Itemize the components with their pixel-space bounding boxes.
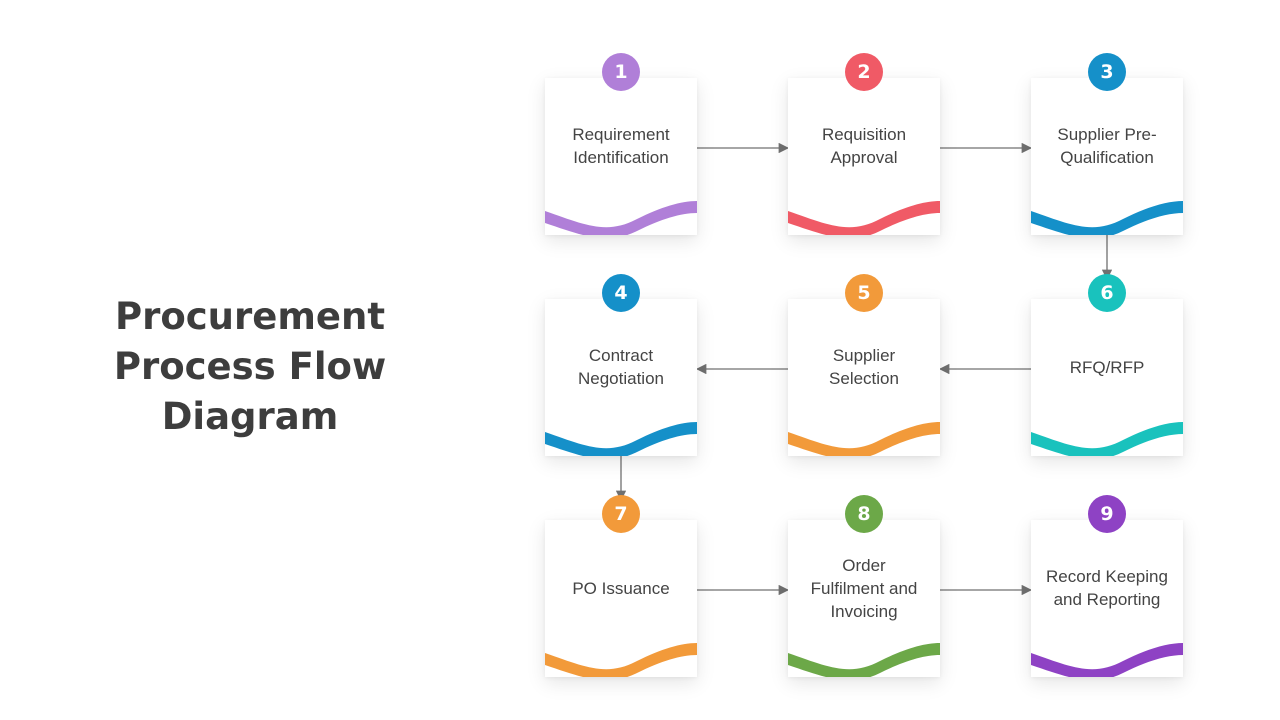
step-number-badge: 5 xyxy=(845,274,883,312)
step-number-badge: 9 xyxy=(1088,495,1126,533)
step-number-badge: 4 xyxy=(602,274,640,312)
step-card-7: PO Issuance xyxy=(545,520,697,677)
step-label: Requisition Approval xyxy=(821,125,907,167)
step-label: Supplier Pre- Qualification xyxy=(1057,125,1157,167)
step-number-badge: 3 xyxy=(1088,53,1126,91)
step-number-badge: 2 xyxy=(845,53,883,91)
page-title: Procurement Process Flow Diagram xyxy=(60,292,440,442)
step-number-badge: 6 xyxy=(1088,274,1126,312)
step-wave-decoration xyxy=(788,643,940,677)
step-label: PO Issuance xyxy=(572,578,670,598)
step-wave-decoration xyxy=(545,422,697,456)
step-card-2: Requisition Approval xyxy=(788,78,940,235)
step-label: Order Fulfilment and Invoicing xyxy=(810,555,918,621)
step-number-badge: 7 xyxy=(602,495,640,533)
step-wave-decoration xyxy=(788,422,940,456)
step-card-5: Supplier Selection xyxy=(788,299,940,456)
step-card-9: Record Keeping and Reporting xyxy=(1031,520,1183,677)
step-wave-decoration xyxy=(545,643,697,677)
step-card-8: Order Fulfilment and Invoicing xyxy=(788,520,940,677)
step-wave-decoration xyxy=(788,201,940,235)
step-wave-decoration xyxy=(1031,643,1183,677)
title-line-3: Diagram xyxy=(161,395,339,438)
step-label: Supplier Selection xyxy=(829,346,899,388)
step-card-4: Contract Negotiation xyxy=(545,299,697,456)
step-card-3: Supplier Pre- Qualification xyxy=(1031,78,1183,235)
title-line-2: Process Flow xyxy=(113,345,387,388)
step-label: Contract Negotiation xyxy=(577,346,664,388)
title-line-1: Procurement xyxy=(114,295,386,338)
step-number-badge: 8 xyxy=(845,495,883,533)
step-wave-decoration xyxy=(545,201,697,235)
step-card-1: Requirement Identification xyxy=(545,78,697,235)
step-card-6: RFQ/RFP xyxy=(1031,299,1183,456)
step-label: Record Keeping and Reporting xyxy=(1046,567,1168,609)
step-wave-decoration xyxy=(1031,201,1183,235)
step-label: Requirement Identification xyxy=(572,125,670,167)
step-label: RFQ/RFP xyxy=(1069,357,1145,377)
step-wave-decoration xyxy=(1031,422,1183,456)
step-number-badge: 1 xyxy=(602,53,640,91)
